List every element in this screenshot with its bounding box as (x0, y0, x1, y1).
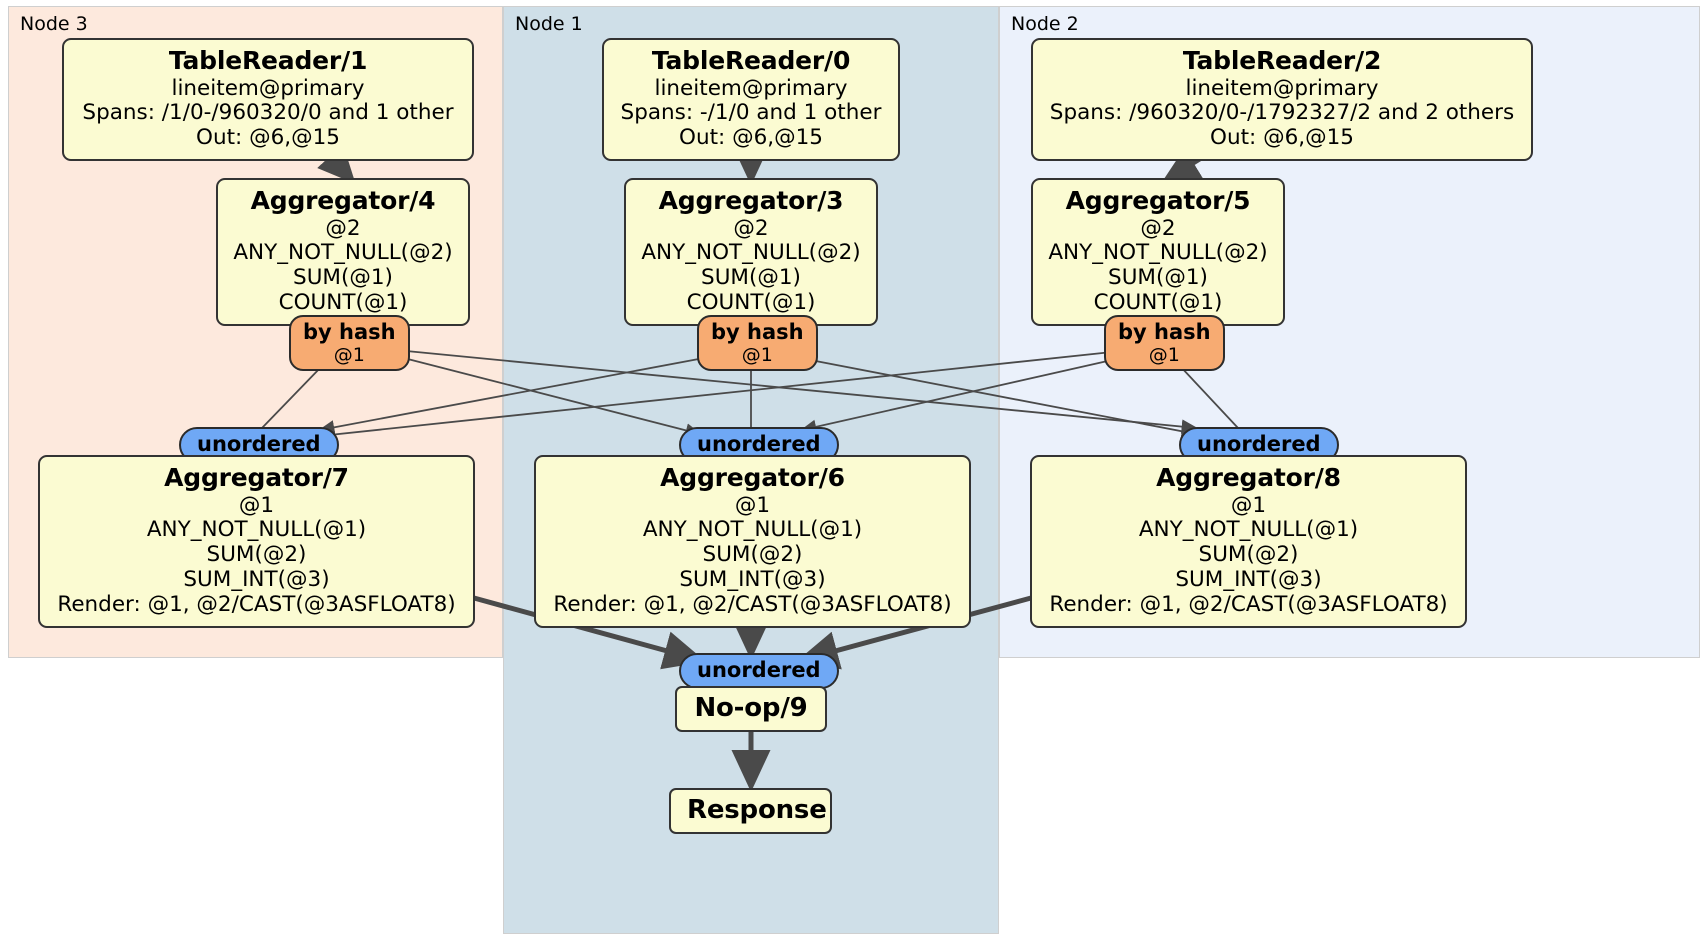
processor-line: SUM(@2) (1198, 542, 1299, 568)
processor-line: Spans: /960320/0-/1792327/2 and 2 others (1049, 100, 1515, 126)
processor-line: @2 (325, 215, 361, 241)
processor-aggregator-4[interactable]: Aggregator/4 @2 ANY_NOT_NULL(@2) SUM(@1)… (216, 178, 470, 327)
processor-title: Aggregator/8 (1156, 463, 1341, 492)
processor-line: @1 (1230, 492, 1267, 518)
router-title: unordered (1197, 432, 1321, 456)
processor-line: ANY_NOT_NULL(@2) (233, 240, 453, 266)
router-by-hash-mid[interactable]: by hash @1 (697, 315, 818, 371)
processor-line: lineitem@primary (1185, 75, 1379, 101)
cluster-node-2-label: Node 2 (1011, 13, 1079, 35)
processor-response[interactable]: Response (669, 788, 832, 834)
cluster-node-3-label: Node 3 (20, 13, 88, 35)
router-title: unordered (697, 432, 821, 456)
processor-line: COUNT(@1) (278, 290, 408, 316)
processor-aggregator-3[interactable]: Aggregator/3 @2 ANY_NOT_NULL(@2) SUM(@1)… (624, 178, 878, 327)
processor-tablereader-1[interactable]: TableReader/1 lineitem@primary Spans: /1… (62, 38, 474, 162)
processor-line: SUM(@1) (1108, 265, 1208, 291)
processor-title: TableReader/1 (168, 46, 368, 75)
processor-line: Spans: -/1/0 and 1 other (620, 100, 882, 126)
router-title: unordered (697, 658, 821, 682)
router-sub: @1 (333, 343, 365, 366)
router-sub: @1 (1148, 343, 1180, 366)
processor-title: TableReader/0 (651, 46, 851, 75)
processor-tablereader-0[interactable]: TableReader/0 lineitem@primary Spans: -/… (602, 38, 900, 162)
cluster-node-1-label: Node 1 (515, 13, 583, 35)
processor-line: Render: @1, @2/CAST(@3ASFLOAT8) (57, 592, 456, 618)
router-title: by hash (1118, 320, 1211, 344)
processor-line: lineitem@primary (654, 75, 848, 101)
processor-title: Aggregator/6 (660, 463, 845, 492)
router-unordered-final[interactable]: unordered (679, 653, 839, 689)
processor-line: SUM(@2) (702, 542, 803, 568)
processor-line: SUM_INT(@3) (183, 567, 330, 593)
processor-line: Out: @6,@15 (1210, 125, 1354, 151)
processor-title: Aggregator/4 (250, 186, 436, 215)
processor-aggregator-8[interactable]: Aggregator/8 @1 ANY_NOT_NULL(@1) SUM(@2)… (1030, 455, 1467, 629)
processor-line: COUNT(@1) (686, 290, 816, 316)
processor-line: @1 (238, 492, 275, 518)
processor-line: ANY_NOT_NULL(@1) (146, 517, 367, 543)
processor-line: SUM(@1) (701, 265, 801, 291)
processor-line: Render: @1, @2/CAST(@3ASFLOAT8) (553, 592, 952, 618)
router-title: unordered (197, 432, 321, 456)
processor-line: lineitem@primary (171, 75, 365, 101)
processor-line: SUM_INT(@3) (679, 567, 826, 593)
processor-aggregator-5[interactable]: Aggregator/5 @2 ANY_NOT_NULL(@2) SUM(@1)… (1031, 178, 1285, 327)
processor-line: COUNT(@1) (1093, 290, 1223, 316)
processor-line: SUM(@2) (206, 542, 307, 568)
router-sub: @1 (741, 343, 773, 366)
processor-line: Render: @1, @2/CAST(@3ASFLOAT8) (1049, 592, 1448, 618)
processor-line: @2 (733, 215, 769, 241)
router-by-hash-left[interactable]: by hash @1 (289, 315, 410, 371)
processor-title: Aggregator/7 (164, 463, 349, 492)
processor-line: @1 (734, 492, 771, 518)
processor-line: ANY_NOT_NULL(@2) (1048, 240, 1268, 266)
processor-title: Aggregator/3 (658, 186, 844, 215)
processor-line: Out: @6,@15 (196, 125, 340, 151)
processor-noop-9[interactable]: No-op/9 (675, 686, 827, 732)
processor-line: SUM_INT(@3) (1175, 567, 1322, 593)
processor-title: No-op/9 (694, 693, 808, 723)
router-title: by hash (711, 320, 804, 344)
processor-title: Aggregator/5 (1065, 186, 1251, 215)
processor-tablereader-2[interactable]: TableReader/2 lineitem@primary Spans: /9… (1031, 38, 1533, 162)
processor-line: ANY_NOT_NULL(@1) (1138, 517, 1359, 543)
processor-aggregator-6[interactable]: Aggregator/6 @1 ANY_NOT_NULL(@1) SUM(@2)… (534, 455, 971, 629)
processor-line: ANY_NOT_NULL(@1) (642, 517, 863, 543)
processor-title: TableReader/2 (1182, 46, 1382, 75)
processor-line: SUM(@1) (293, 265, 393, 291)
processor-line: ANY_NOT_NULL(@2) (641, 240, 861, 266)
processor-line: Out: @6,@15 (679, 125, 823, 151)
processor-title: Response (687, 795, 827, 825)
processor-aggregator-7[interactable]: Aggregator/7 @1 ANY_NOT_NULL(@1) SUM(@2)… (38, 455, 475, 629)
processor-line: Spans: /1/0-/960320/0 and 1 other (82, 100, 454, 126)
processor-line: @2 (1140, 215, 1176, 241)
router-by-hash-right[interactable]: by hash @1 (1104, 315, 1225, 371)
router-title: by hash (303, 320, 396, 344)
